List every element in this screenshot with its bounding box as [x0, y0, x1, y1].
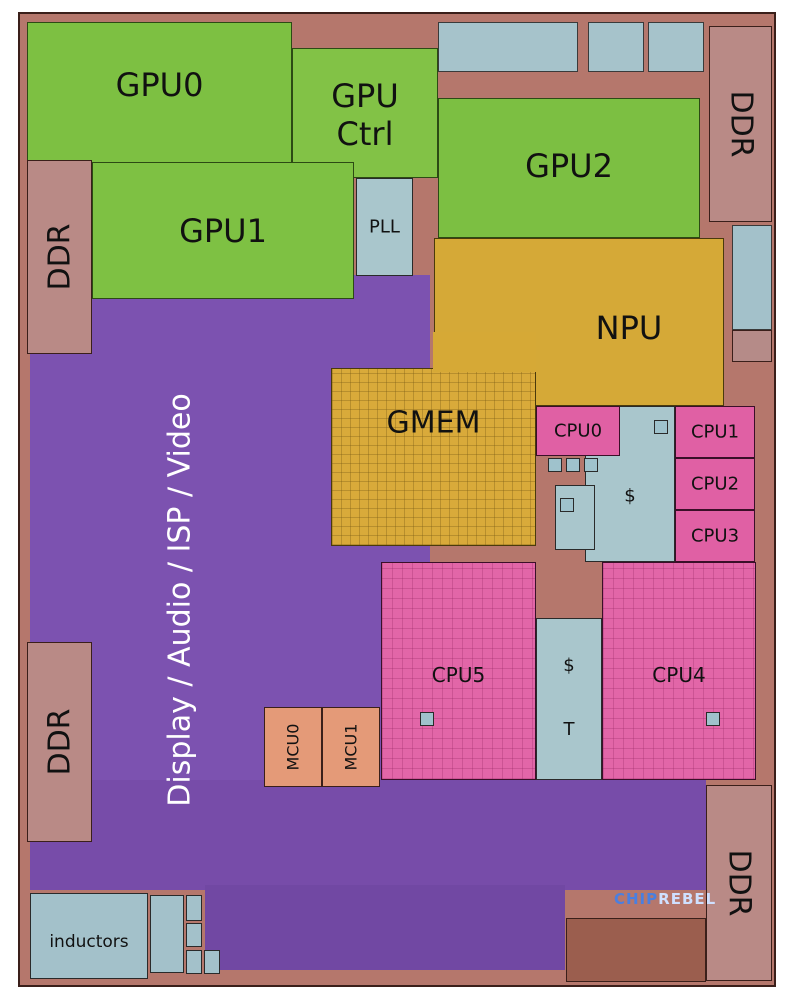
watermark-part1: CHIP — [614, 890, 659, 908]
cpu5-block: CPU5 — [381, 562, 536, 780]
l2-cache-label: $ — [563, 655, 575, 676]
inductor-cell-2 — [186, 895, 202, 921]
mcu0-label: MCU0 — [283, 723, 303, 771]
multimedia-block-bottom — [205, 885, 565, 970]
gpu1-block: GPU1 — [92, 162, 354, 299]
cpu5-label: CPU5 — [431, 663, 486, 687]
cpu1-block: CPU1 — [675, 406, 755, 458]
cpu3-label: CPU3 — [690, 525, 740, 547]
cpu0-block: CPU0 — [536, 406, 620, 456]
top-io-block-2 — [588, 22, 644, 72]
ddr-left-top-label: DDR — [42, 223, 77, 291]
cpu4-cache-pad — [706, 712, 720, 726]
gpu0-block: GPU0 — [27, 22, 292, 164]
cpu4-label: CPU4 — [652, 663, 706, 687]
cpu2-label: CPU2 — [690, 473, 740, 495]
l2-cache-block: $ T — [536, 618, 602, 780]
cpu2-block: CPU2 — [675, 458, 755, 510]
cpu1-cache-pad — [654, 420, 668, 434]
ddr-bottom-right-block: DDR — [706, 785, 772, 981]
gpu2-label: GPU2 — [525, 147, 613, 185]
gpu1-label: GPU1 — [179, 211, 267, 250]
cpu0-cache-pad — [548, 458, 562, 472]
gpu2-block: GPU2 — [438, 98, 700, 238]
top-io-block-3 — [648, 22, 704, 72]
gmem-label: GMEM — [386, 405, 481, 441]
gpu0-label: GPU0 — [115, 66, 204, 104]
gpu-ctrl-block: GPU Ctrl — [292, 48, 438, 178]
mcu1-label: MCU1 — [341, 723, 361, 771]
mcu1-block: MCU1 — [322, 707, 380, 787]
pll-label: PLL — [369, 216, 400, 238]
right-io-column-2 — [732, 330, 772, 362]
ddr-left-bottom-label: DDR — [42, 708, 77, 776]
cpu0-cache-pad-3 — [584, 458, 598, 472]
l3-cache-sub — [555, 485, 595, 550]
cpu3-block: CPU3 — [675, 510, 755, 562]
l2-tag-label: T — [563, 719, 575, 740]
gmem-block: GMEM — [331, 368, 536, 546]
right-io-column — [732, 225, 772, 330]
ddr-left-bottom-block: DDR — [27, 642, 92, 842]
inductor-cell-4 — [186, 950, 202, 974]
inductor-cell-3 — [186, 923, 202, 947]
mcu0-block: MCU0 — [264, 707, 322, 787]
gpu-ctrl-label-line2: Ctrl — [336, 115, 394, 153]
multimedia-label: Display / Audio / ISP / Video — [162, 393, 198, 807]
ddr-top-right-label: DDR — [723, 90, 758, 158]
l3-cache-pad — [560, 498, 574, 512]
chiprebel-watermark: CHIPREBEL — [614, 890, 716, 908]
cpu5-cache-pad — [420, 712, 434, 726]
cpu0-label: CPU0 — [553, 420, 603, 442]
pll-block: PLL — [356, 178, 413, 276]
inductors-block: inductors — [30, 893, 148, 979]
watermark-part2: REBEL — [658, 890, 717, 908]
ddr-top-right-block: DDR — [709, 26, 772, 222]
cpu4-block: CPU4 — [602, 562, 756, 780]
gpu-ctrl-label-line1: GPU — [331, 77, 399, 115]
ddr-left-top-block: DDR — [27, 160, 92, 354]
inductors-label: inductors — [49, 932, 129, 952]
inductor-cell-5 — [204, 950, 220, 974]
cpu1-label: CPU1 — [690, 421, 740, 443]
npu-block: NPU — [434, 238, 724, 406]
top-io-strip — [438, 22, 578, 72]
inductor-cell-1 — [150, 895, 184, 973]
cpu0-cache-pad-2 — [566, 458, 580, 472]
bottom-io-cluster — [566, 918, 706, 982]
multimedia-block-lower — [30, 780, 706, 890]
l3-cache-label: $ — [624, 485, 636, 507]
ddr-bottom-right-label: DDR — [721, 849, 757, 917]
gmem-extension — [433, 332, 536, 372]
npu-label: NPU — [595, 309, 663, 347]
